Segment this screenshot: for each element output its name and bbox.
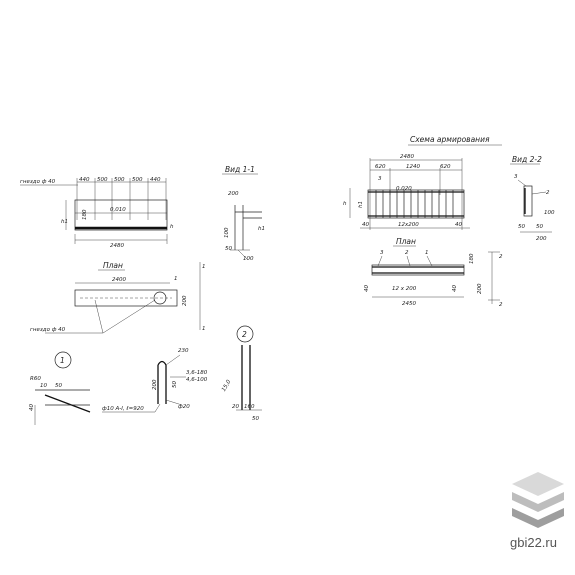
detail2-note1: 3,6-180 <box>186 370 208 376</box>
detail2-d20: 20 <box>232 404 239 410</box>
scheme-m3: 3 <box>378 176 382 182</box>
scheme-plan-title: План <box>396 237 416 246</box>
marker-1: 1 <box>174 276 178 282</box>
view-2-2: Вид 2-2 3 2 100 50 50 200 <box>510 155 555 242</box>
plan-p2: 2 <box>405 250 409 256</box>
v11-d100b: 100 <box>243 256 254 262</box>
detail2-d160: 160 <box>244 404 255 410</box>
plan-mark-2a: 2 <box>499 254 503 260</box>
watermark-text: gbi22.ru <box>510 535 557 550</box>
v11-d200: 200 <box>228 191 239 197</box>
dim-500-a: 500 <box>97 177 108 183</box>
dim-440-b: 440 <box>150 177 161 183</box>
dim-440-a: 440 <box>79 177 90 183</box>
plan-d40c: 40 <box>364 285 370 292</box>
plan-dim-2400: 2400 <box>112 277 126 283</box>
v22-d200: 200 <box>536 236 547 242</box>
section-mark-bottom: 1 <box>202 326 206 332</box>
scheme-h1: h1 <box>358 201 364 208</box>
detail1-d40: 40 <box>29 404 35 411</box>
v22-d50: 50 <box>518 224 525 230</box>
dim-2480: 2480 <box>110 243 124 249</box>
plan-d2450: 2450 <box>402 301 416 307</box>
label-h: h <box>170 224 174 230</box>
scheme-h: h <box>343 201 347 207</box>
detail1-d50: 50 <box>55 383 62 389</box>
detail2-num: 2 <box>242 330 247 339</box>
plan-p3: 3 <box>380 250 384 256</box>
plan-d180: 180 <box>469 253 475 264</box>
left-plan-view: План 2400 1 200 1 1 гнездо ф 40 <box>30 261 206 334</box>
v22-m2: 2 <box>546 190 550 196</box>
stirrups <box>375 190 454 218</box>
scheme-d40b: 40 <box>455 222 462 228</box>
detail1-r60: R60 <box>30 376 41 382</box>
plan-d12x200b: 12 x 200 <box>392 286 417 292</box>
scheme-title: Схема армирования <box>410 135 490 144</box>
left-front-view: гнездо ф 40 440 500 500 500 440 0,010 18… <box>20 177 174 249</box>
scheme-d40a: 40 <box>362 222 369 228</box>
detail2-bottom: ф10 А-I, ℓ=920 <box>102 406 144 412</box>
socket-label-2: гнездо ф 40 <box>30 327 66 333</box>
reinforcement-scheme: Схема армирования 2480 620 1240 620 3 0,… <box>343 135 502 230</box>
view-1-1: Вид 1-1 200 100 h1 50 100 <box>222 165 265 262</box>
detail2-d150: 15,0 <box>221 379 233 393</box>
v22-m3: 3 <box>514 174 518 180</box>
plan-p1: 1 <box>425 250 429 256</box>
detail2-d230: 230 <box>178 348 189 354</box>
view11-title: Вид 1-1 <box>225 165 255 174</box>
label-h1: h1 <box>61 219 68 225</box>
v11-h1: h1 <box>258 226 265 232</box>
section-mark-top: 1 <box>202 264 206 270</box>
v11-d50: 50 <box>225 246 232 252</box>
detail2-d200: 200 <box>152 379 158 390</box>
plan-d40d: 40 <box>452 285 458 292</box>
plan-dim-200: 200 <box>182 295 188 306</box>
scheme-d620b: 620 <box>440 164 451 170</box>
detail2-d50b: 50 <box>252 416 259 422</box>
detail1-num: 1 <box>60 356 65 365</box>
detail2-d320: ф20 <box>178 404 190 410</box>
scheme-d0020: 0,020 <box>396 186 412 192</box>
dim-180: 180 <box>82 209 88 220</box>
detail-1: 1 R60 10 50 40 <box>29 351 91 425</box>
detail2-d50: 50 <box>172 381 178 388</box>
dim-500-b: 500 <box>114 177 125 183</box>
plan-d200: 200 <box>477 283 483 294</box>
dim-500-c: 500 <box>132 177 143 183</box>
view22-title: Вид 2-2 <box>512 155 542 164</box>
detail2-note2: 4,6-100 <box>186 377 208 383</box>
gbi22-logo-icon <box>512 472 564 528</box>
socket-label: гнездо ф 40 <box>20 179 56 185</box>
v22-d100: 100 <box>544 210 555 216</box>
v22-d50b: 50 <box>536 224 543 230</box>
detail-2: 2 230 200 50 ф20 ф10 А-I, ℓ=920 3,6-180 … <box>102 325 262 422</box>
scheme-plan-view: План 3 2 1 180 40 12 x 200 40 200 2450 2… <box>364 237 503 308</box>
plan-mark-2b: 2 <box>499 302 503 308</box>
scheme-d620a: 620 <box>375 164 386 170</box>
plan-title: План <box>103 261 123 270</box>
detail1-d10: 10 <box>40 383 47 389</box>
v11-d100a: 100 <box>224 227 230 238</box>
dim-0010: 0,010 <box>110 207 126 213</box>
scheme-d2480: 2480 <box>400 154 414 160</box>
scheme-d12x200: 12x200 <box>398 222 419 228</box>
scheme-d1240: 1240 <box>406 164 420 170</box>
